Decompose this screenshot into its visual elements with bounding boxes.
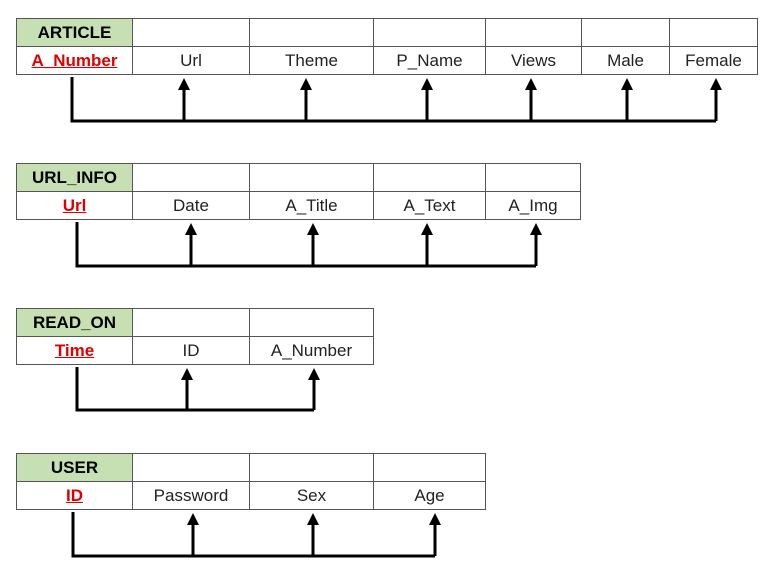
arrowhead <box>710 78 722 90</box>
table-title: ARTICLE <box>16 18 133 47</box>
empty-cell <box>132 453 250 482</box>
primary-key-cell: Url <box>16 191 133 220</box>
field-cell: A_Number <box>249 336 374 365</box>
table-field-row: Time ID A_Number <box>16 336 374 365</box>
field-cell: Date <box>132 191 250 220</box>
field-cell: Age <box>373 481 486 510</box>
table-field-row: Url Date A_Title A_Text A_Img <box>16 191 581 220</box>
connector-read-on <box>75 367 320 412</box>
connector-article <box>70 77 722 123</box>
primary-key-cell: Time <box>16 336 133 365</box>
table-user: USER ID Password Sex Age <box>16 453 486 510</box>
table-article: ARTICLE A_Number Url Theme P_Name Views … <box>16 18 758 75</box>
primary-key-cell: A_Number <box>16 46 133 75</box>
arrowhead <box>300 78 312 90</box>
table-title: URL_INFO <box>16 163 133 192</box>
arrowhead <box>530 223 542 235</box>
empty-cell <box>249 308 374 337</box>
arrowhead <box>621 78 633 90</box>
arrowhead <box>421 78 433 90</box>
field-cell: A_Text <box>373 191 486 220</box>
table-field-row: ID Password Sex Age <box>16 481 486 510</box>
empty-cell <box>249 163 374 192</box>
connector-url-info <box>75 222 542 268</box>
table-header-row: URL_INFO <box>16 163 581 192</box>
field-cell: Female <box>669 46 758 75</box>
arrowhead <box>178 78 190 90</box>
arrowhead <box>187 513 199 525</box>
connector-line <box>75 222 538 268</box>
field-cell: Views <box>485 46 582 75</box>
connector-line <box>75 367 316 412</box>
field-cell: Url <box>132 46 250 75</box>
field-cell: ID <box>132 336 250 365</box>
empty-cell <box>485 163 581 192</box>
arrowhead <box>181 368 193 380</box>
table-header-row: READ_ON <box>16 308 374 337</box>
field-cell: P_Name <box>373 46 486 75</box>
arrowhead <box>185 223 197 235</box>
primary-key-cell: ID <box>16 481 133 510</box>
empty-cell <box>581 18 670 47</box>
table-field-row: A_Number Url Theme P_Name Views Male Fem… <box>16 46 758 75</box>
connector-line <box>71 512 437 558</box>
field-cell: A_Title <box>249 191 374 220</box>
field-cell: Sex <box>249 481 374 510</box>
field-cell: Theme <box>249 46 374 75</box>
arrowhead <box>525 78 537 90</box>
field-cell: Male <box>581 46 670 75</box>
connector-line <box>70 77 718 123</box>
table-url-info: URL_INFO Url Date A_Title A_Text A_Img <box>16 163 581 220</box>
arrowhead <box>307 223 319 235</box>
table-title: USER <box>16 453 133 482</box>
connector-user <box>71 512 441 558</box>
table-read-on: READ_ON Time ID A_Number <box>16 308 374 365</box>
arrowhead <box>307 513 319 525</box>
arrowhead <box>429 513 441 525</box>
field-cell: A_Img <box>485 191 581 220</box>
table-header-row: USER <box>16 453 486 482</box>
arrowhead <box>308 368 320 380</box>
arrowhead <box>421 223 433 235</box>
table-title: READ_ON <box>16 308 133 337</box>
empty-cell <box>669 18 758 47</box>
